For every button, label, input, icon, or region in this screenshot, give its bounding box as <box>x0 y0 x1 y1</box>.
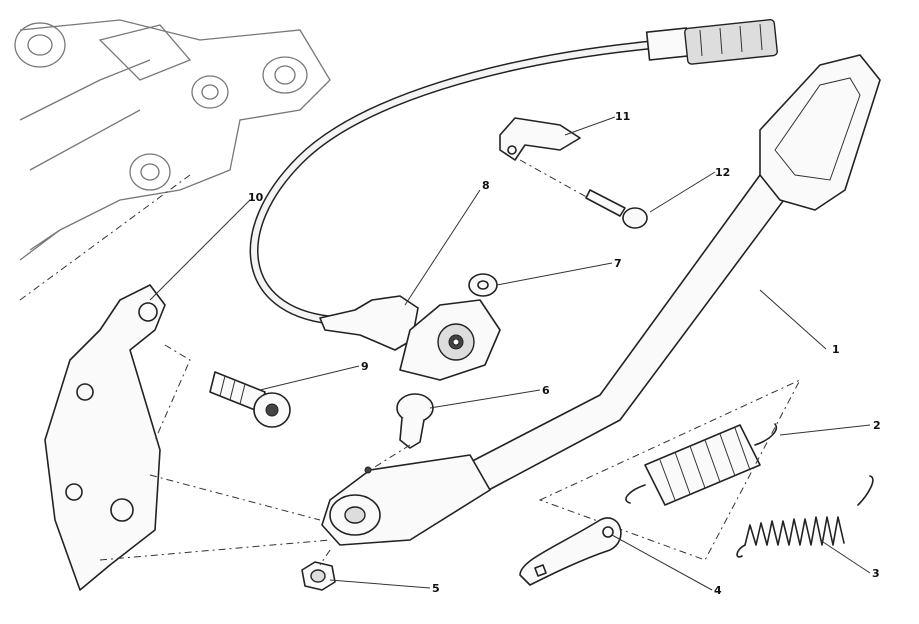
pivot-bolt <box>369 393 434 471</box>
bracket-bolt <box>209 371 291 428</box>
callout-7: 7 <box>614 257 622 270</box>
nut <box>301 549 336 591</box>
callout-12: 12 <box>715 166 730 179</box>
callout-leaders <box>149 116 871 591</box>
callout-4: 4 <box>714 584 722 597</box>
stand-bracket <box>44 284 331 591</box>
callout-1: 1 <box>832 343 840 356</box>
callout-8: 8 <box>482 179 490 192</box>
engine-casing <box>14 19 331 301</box>
callout-10: 10 <box>248 191 264 204</box>
spring-inner <box>625 423 777 506</box>
sensor-cable <box>249 18 778 325</box>
callout-9: 9 <box>361 360 369 373</box>
washer <box>468 273 498 297</box>
clip-screw <box>585 189 648 229</box>
callout-6: 6 <box>542 384 550 397</box>
callout-2: 2 <box>873 419 881 432</box>
side-stand-sensor <box>319 295 501 381</box>
callout-11: 11 <box>615 110 630 123</box>
spring-plate <box>519 517 622 586</box>
spring-outer <box>538 378 874 561</box>
callout-5: 5 <box>432 582 440 595</box>
callout-3: 3 <box>872 567 880 580</box>
cable-clip <box>499 117 611 211</box>
side-stand <box>321 54 881 546</box>
